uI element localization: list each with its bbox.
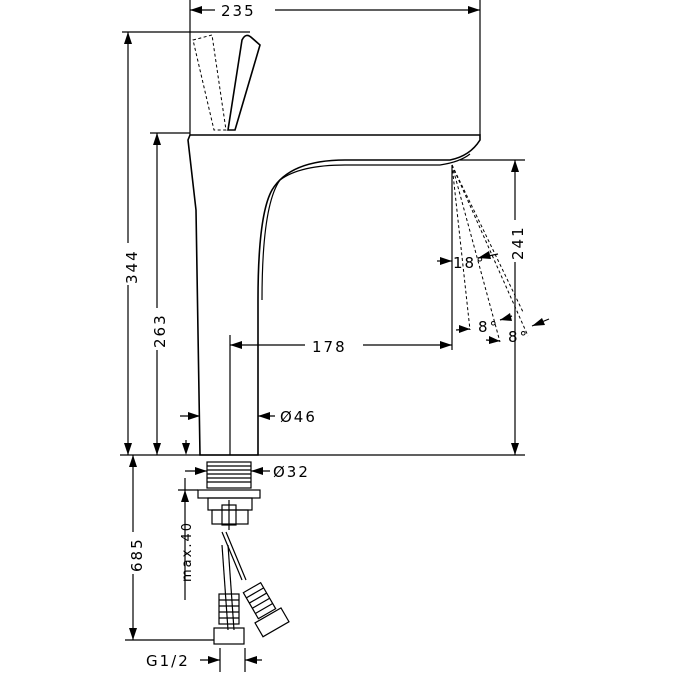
thread-lines — [207, 465, 251, 483]
mounting-assembly — [197, 461, 290, 645]
label-344: 344 — [123, 249, 141, 284]
label-diameter-32: Ø32 — [273, 463, 310, 481]
label-angle-8b: 8° — [508, 328, 529, 346]
label-241: 241 — [509, 225, 527, 260]
label-max-40: max.40 — [180, 521, 195, 582]
label-angle-18: 18° — [453, 254, 486, 272]
label-diameter-46: Ø46 — [280, 408, 317, 426]
label-685: 685 — [128, 537, 146, 572]
label-angle-8a: 8° — [478, 318, 499, 336]
label-235: 235 — [221, 2, 256, 20]
label-g-1-2: G1/2 — [146, 652, 190, 670]
dimension-labels: 235 344 263 241 178 Ø46 Ø32 685 max.40 G… — [118, 2, 529, 670]
dimension-lines — [120, 0, 550, 672]
label-178: 178 — [312, 338, 347, 356]
label-263: 263 — [151, 313, 169, 348]
faucet-body — [187, 34, 481, 456]
